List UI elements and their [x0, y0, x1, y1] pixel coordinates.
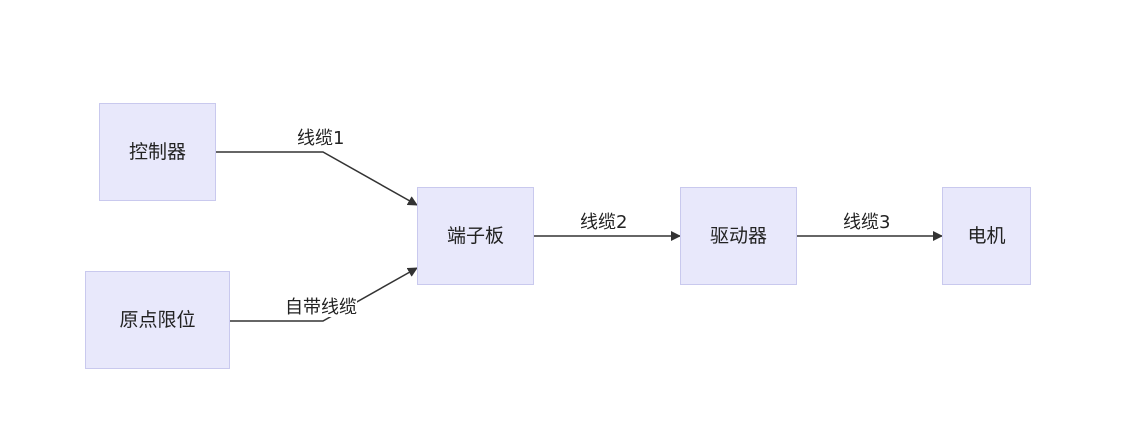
- node-terminal-board-label: 端子板: [446, 224, 504, 247]
- node-controller[interactable]: 控制器: [99, 103, 216, 201]
- node-controller-label: 控制器: [128, 140, 186, 163]
- node-origin-limit-label: 原点限位: [119, 308, 196, 331]
- node-origin-limit[interactable]: 原点限位: [85, 271, 230, 369]
- edge-controller-to-terminal: [216, 151, 418, 206]
- node-driver[interactable]: 驱动器: [680, 187, 797, 285]
- node-terminal-board[interactable]: 端子板: [417, 187, 534, 285]
- edge-label-cable1: 线缆1: [297, 128, 345, 149]
- node-driver-label: 驱动器: [709, 224, 767, 247]
- node-motor[interactable]: 电机: [942, 187, 1031, 285]
- node-motor-label: 电机: [967, 224, 1006, 247]
- edge-label-cable2: 线缆2: [580, 212, 628, 233]
- edge-label-cable3: 线缆3: [843, 212, 891, 233]
- edge-origin-to-terminal: [230, 267, 418, 322]
- edge-label-builtin-cable: 自带线缆: [285, 297, 357, 318]
